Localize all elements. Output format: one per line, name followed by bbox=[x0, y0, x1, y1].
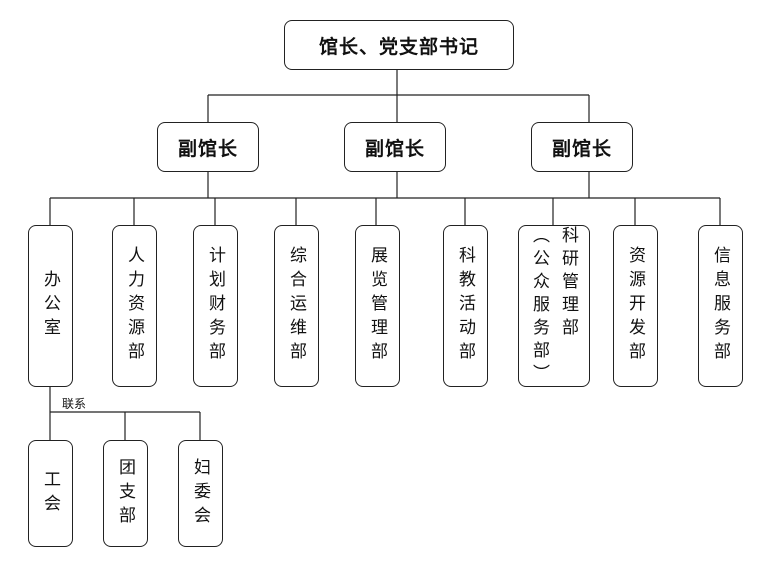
department-information-service: 信息服务部 bbox=[698, 225, 743, 387]
department-human-resources: 人力资源部 bbox=[112, 225, 157, 387]
deputy-director-box: 副馆长 bbox=[531, 122, 633, 172]
deputy-director-box: 副馆长 bbox=[344, 122, 446, 172]
deputy-director-label: 副馆长 bbox=[551, 137, 612, 160]
department-education-label: 科教活动部 bbox=[455, 246, 475, 366]
department-operations-label: 综合运维部 bbox=[286, 246, 306, 366]
department-office-label: 办公室 bbox=[40, 270, 60, 342]
department-exhibition: 展览管理部 bbox=[355, 225, 400, 387]
affiliate-womens-committee-label: 妇委会 bbox=[190, 457, 210, 530]
department-exhibition-label: 展览管理部 bbox=[367, 246, 387, 366]
department-resource-development-label: 资源开发部 bbox=[625, 246, 645, 366]
department-public-service-label: （公众服务部） bbox=[529, 225, 549, 387]
department-planning-finance: 计划财务部 bbox=[193, 225, 238, 387]
link-label: 联系 bbox=[62, 397, 87, 411]
affiliate-youth-league: 团支部 bbox=[103, 440, 148, 547]
department-education: 科教活动部 bbox=[443, 225, 488, 387]
deputy-director-label: 副馆长 bbox=[364, 137, 425, 160]
deputy-director-label: 副馆长 bbox=[177, 137, 238, 160]
department-information-service-label: 信息服务部 bbox=[710, 246, 730, 366]
department-research-label: 科研管理部 bbox=[558, 225, 578, 341]
affiliate-union: 工会 bbox=[28, 440, 73, 547]
affiliate-union-label: 工会 bbox=[40, 469, 60, 518]
department-office: 办公室 bbox=[28, 225, 73, 387]
deputy-director-box: 副馆长 bbox=[157, 122, 259, 172]
department-resource-development: 资源开发部 bbox=[613, 225, 658, 387]
department-operations: 综合运维部 bbox=[274, 225, 319, 387]
department-research: 科研管理部 （公众服务部） bbox=[518, 225, 590, 387]
affiliate-womens-committee: 妇委会 bbox=[178, 440, 223, 547]
director-box: 馆长、党支部书记 bbox=[284, 20, 514, 70]
department-planning-finance-label: 计划财务部 bbox=[205, 246, 225, 366]
director-label: 馆长、党支部书记 bbox=[318, 35, 479, 58]
department-human-resources-label: 人力资源部 bbox=[124, 246, 144, 366]
affiliate-youth-league-label: 团支部 bbox=[115, 457, 135, 530]
